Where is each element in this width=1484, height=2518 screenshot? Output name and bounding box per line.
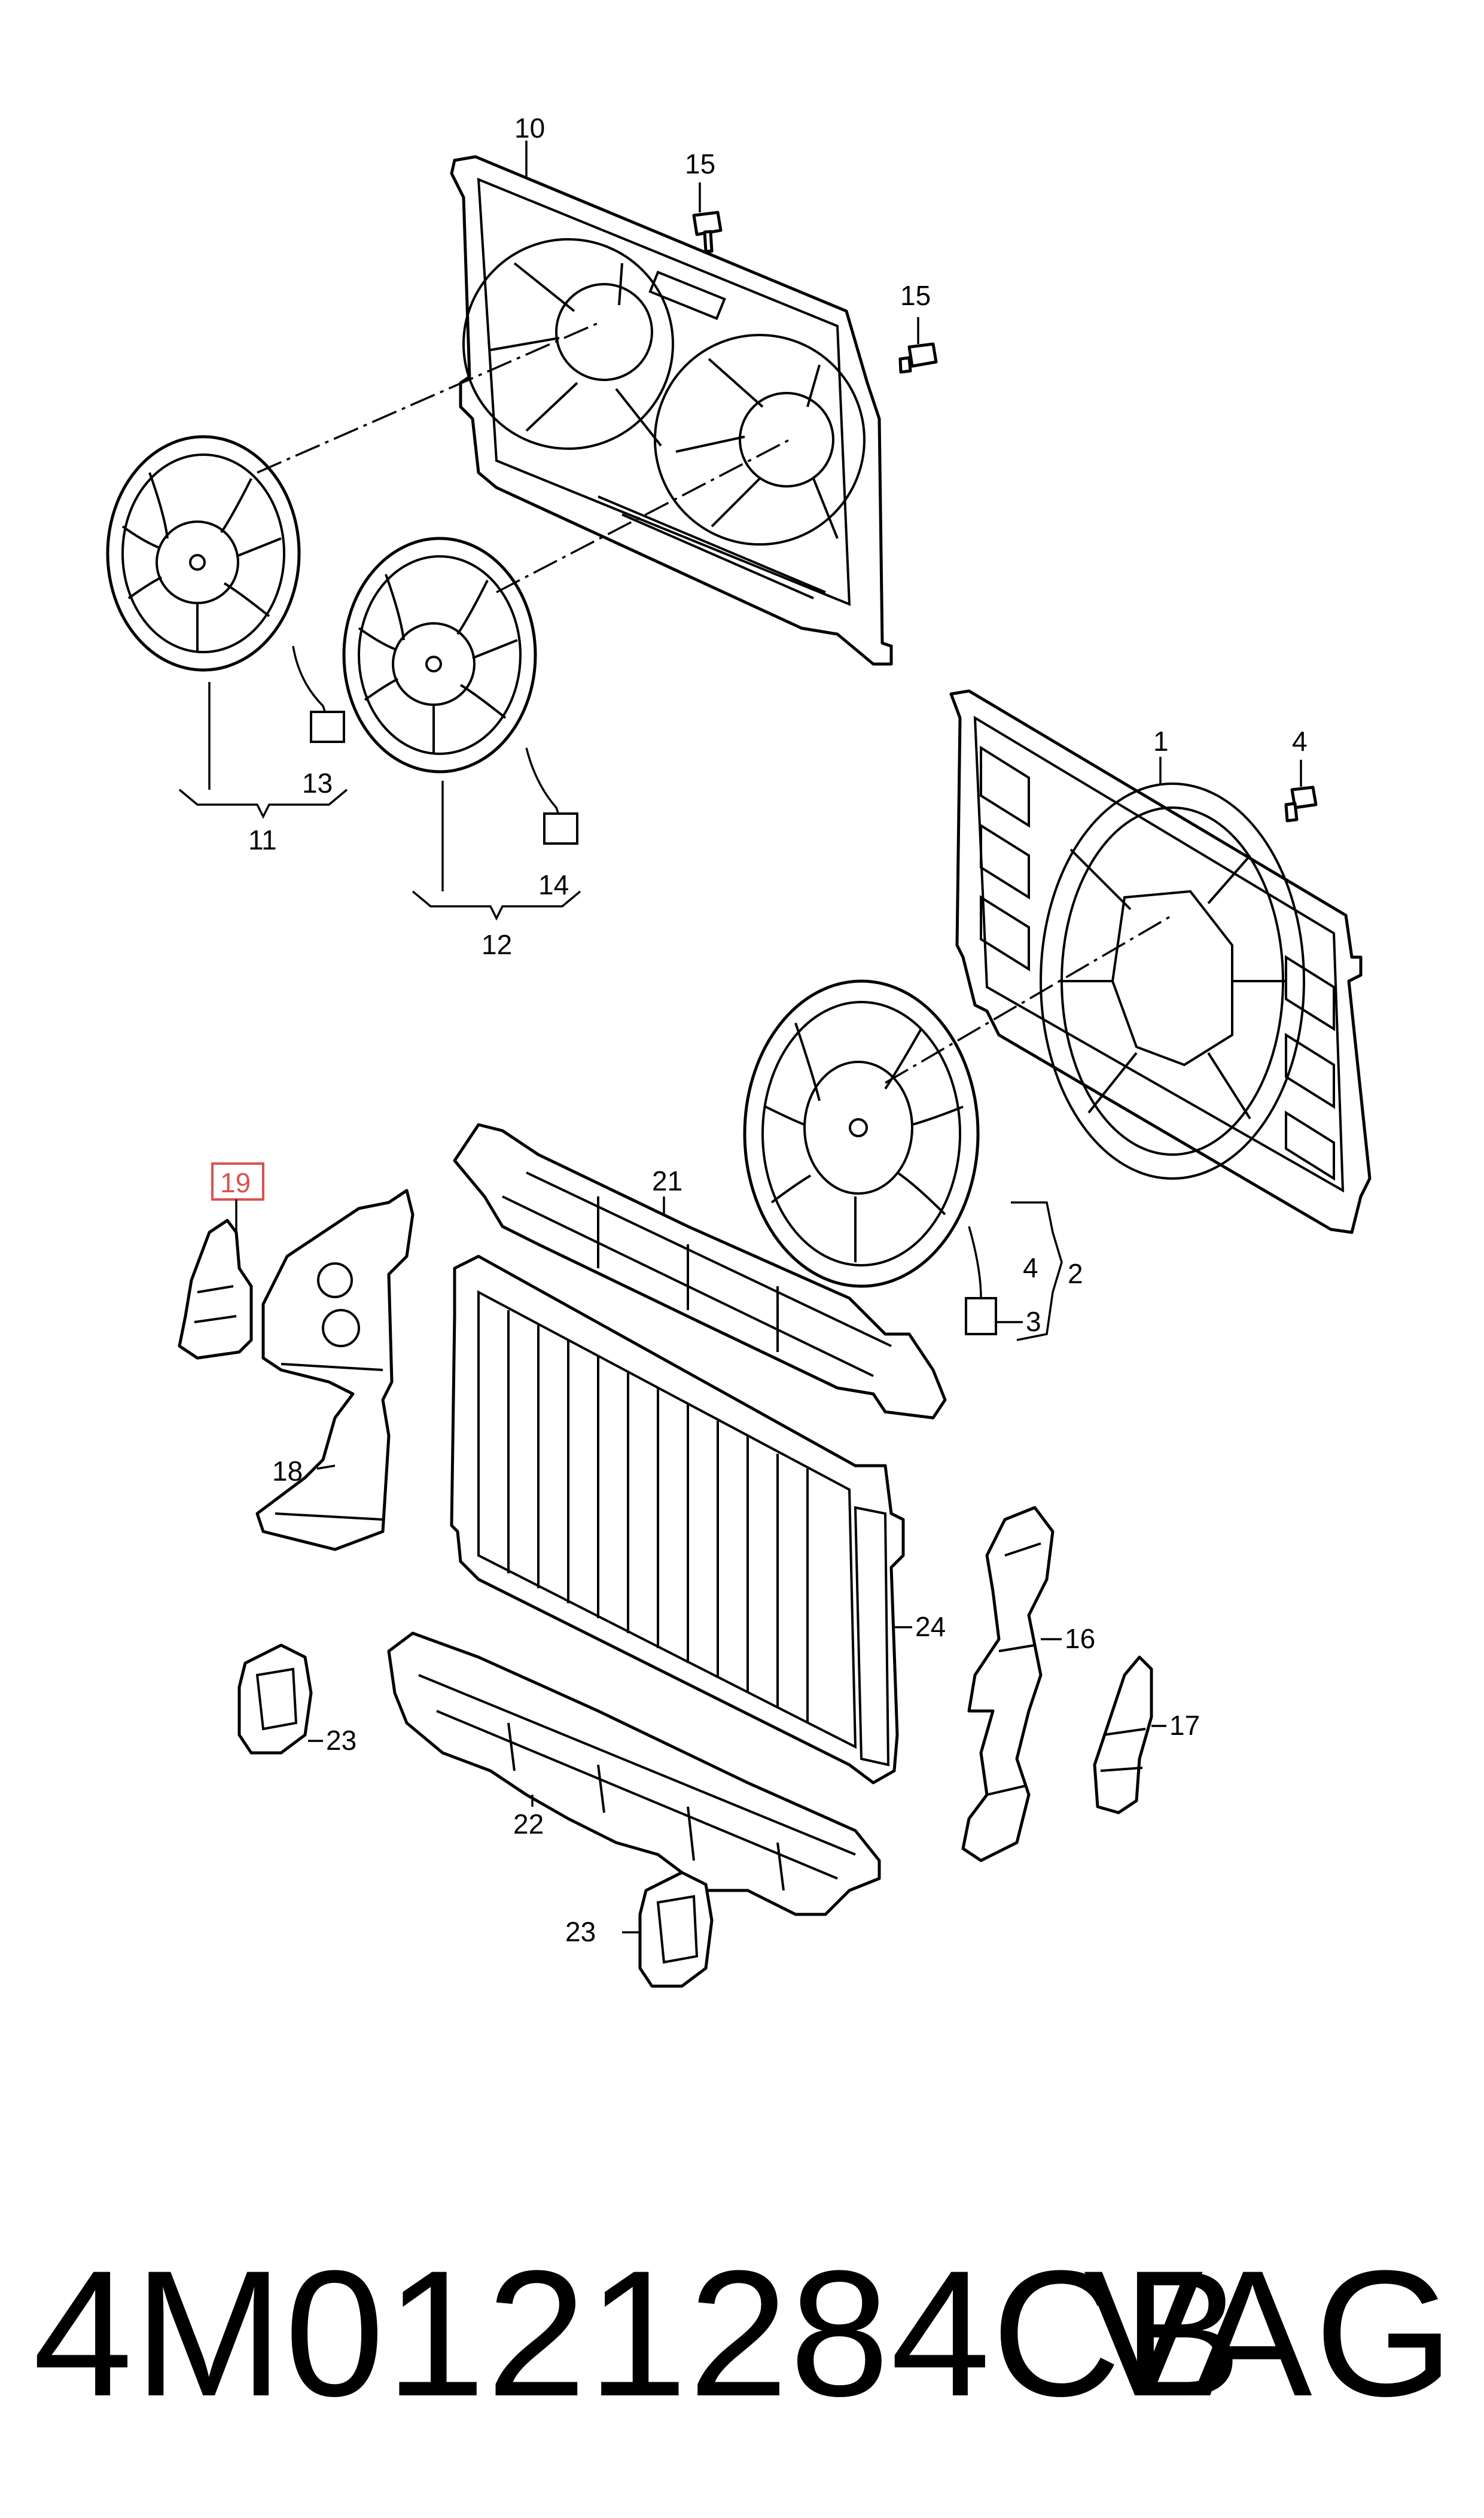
callout-21: 21 (652, 1165, 682, 1196)
callout-1: 1 (1153, 726, 1169, 757)
highlight-box-19 (211, 1162, 264, 1201)
footer: 4M0121284CB VAG (33, 2237, 1456, 2429)
fan-motor-part-2 (743, 979, 997, 1335)
assembly-axis-11 (257, 322, 599, 474)
callout-2: 2 (1068, 1258, 1083, 1289)
air-guide-part-16 (961, 1506, 1055, 1862)
bracket-2 (1011, 1201, 1063, 1341)
fan-motor-part-11 (106, 435, 345, 743)
assembly-axis-2 (885, 914, 1173, 1084)
fan-shroud-part-1 (949, 689, 1372, 1234)
part-number: 4M0121284CB (33, 2233, 1244, 2434)
callout-4b: 4 (1023, 1252, 1038, 1283)
callout-22: 22 (513, 1808, 544, 1840)
callout-3: 3 (1026, 1306, 1041, 1337)
assembly-axis-12 (496, 439, 790, 593)
air-guide-part-21 (453, 1123, 947, 1420)
callout-23a: 23 (326, 1725, 356, 1756)
callout-4a: 4 (1292, 726, 1308, 757)
callout-16: 16 (1065, 1623, 1095, 1654)
callout-17: 17 (1169, 1710, 1200, 1741)
bracket-12 (412, 781, 581, 921)
brand-label: VAG (1083, 2233, 1456, 2434)
lower-air-guide-part-22 (387, 1631, 881, 1916)
callout-13: 13 (302, 768, 333, 799)
twin-fan-shroud-part-10 (450, 155, 893, 666)
callout-14: 14 (538, 869, 569, 900)
callout-18: 18 (272, 1456, 303, 1487)
bracket-23-bottom (638, 1871, 714, 1988)
air-guide-part-18 (255, 1189, 415, 1551)
bolt-15-upper (692, 211, 723, 253)
bracket-23-left (237, 1643, 313, 1755)
callout-10: 10 (514, 112, 545, 144)
fan-motor-part-12 (342, 537, 578, 845)
bolt-4 (1284, 785, 1318, 823)
bracket-11 (178, 682, 348, 819)
leader-18 (316, 1464, 336, 1470)
exploded-parts-diagram: 10 15 15 13 11 14 12 1 4 4 2 3 21 19 18 … (106, 112, 1372, 1988)
callout-15a: 15 (685, 148, 715, 179)
callout-19: 19 (220, 1167, 251, 1198)
air-guide-bracket-part-17 (1093, 1655, 1153, 1814)
radiator-part-24 (450, 1255, 905, 1785)
callout-15b: 15 (900, 280, 931, 311)
callout-23b: 23 (565, 1916, 596, 1947)
callout-12: 12 (482, 929, 512, 960)
air-guide-bracket-part-19 (178, 1219, 253, 1360)
callout-24: 24 (915, 1611, 946, 1642)
bolt-15-right (898, 342, 938, 374)
callout-11: 11 (248, 824, 277, 855)
